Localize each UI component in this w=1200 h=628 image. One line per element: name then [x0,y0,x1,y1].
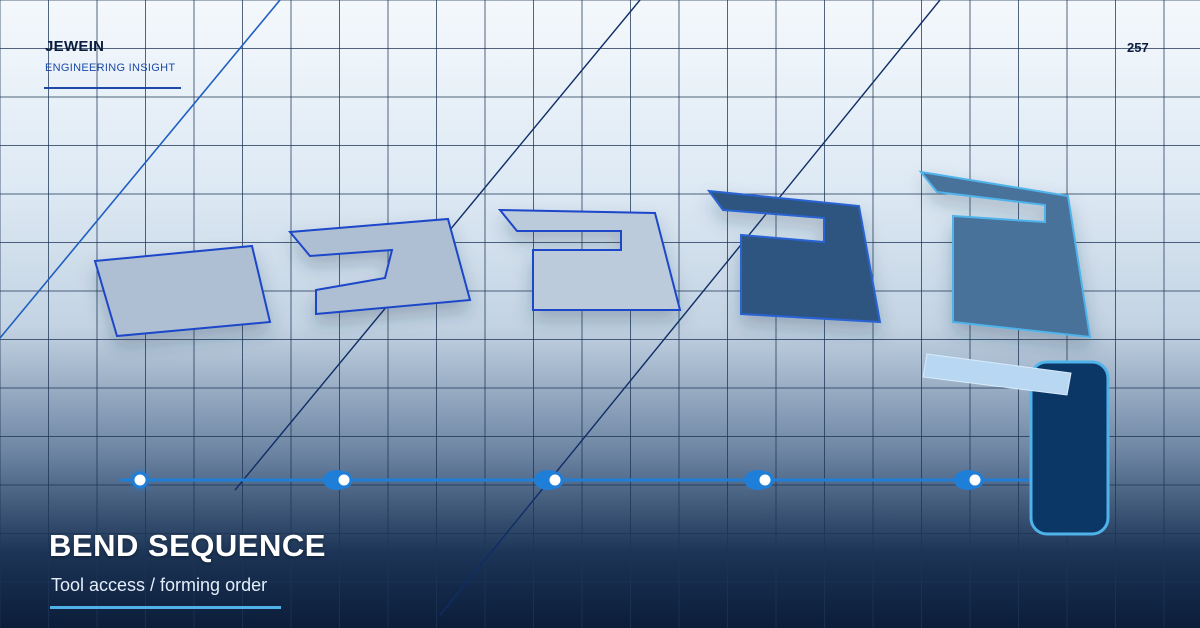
brand-name: JEWEIN [45,38,105,55]
brand-tagline: ENGINEERING INSIGHT [45,62,176,74]
headline-title: BEND SEQUENCE [49,528,326,563]
timeline-node [130,470,150,490]
page-number: 257 [1127,40,1149,55]
title-underline [50,606,281,609]
bend-step-3-part [497,208,682,311]
diagonal-line [439,0,941,616]
press-brake-punch [1029,360,1110,536]
timeline-node [954,470,984,490]
timeline-node [744,470,774,490]
sheet-strip [922,353,1072,396]
headline-subtitle: Tool access / forming order [51,575,268,595]
bend-step-2-part [287,217,472,316]
brand-underline [44,87,181,89]
timeline-node [323,470,353,490]
bend-step-1-part [93,244,272,338]
diagonal-line [0,0,281,339]
timeline-node [534,470,564,490]
bend-step-5-part [918,170,1092,339]
bend-step-4-part [706,189,882,324]
